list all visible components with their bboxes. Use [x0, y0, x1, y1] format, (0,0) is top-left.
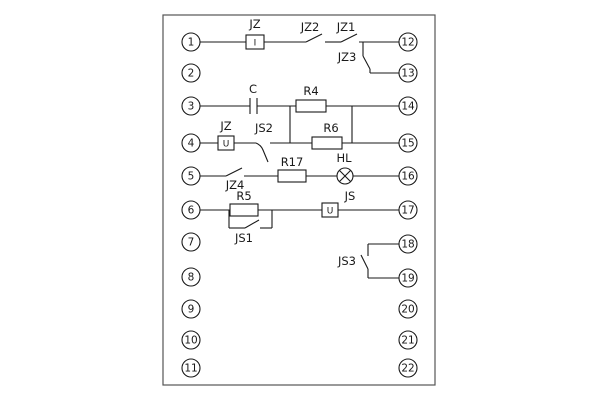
- terminal-10: 10: [181, 330, 201, 350]
- contact-js1: JS1: [234, 219, 260, 245]
- terminal-7: 7: [181, 232, 201, 252]
- terminal-3: 3: [181, 96, 201, 116]
- svg-text:8: 8: [188, 272, 195, 284]
- jz-voltage-coil: U JZ: [217, 119, 235, 151]
- svg-text:7: 7: [188, 237, 195, 249]
- svg-text:17: 17: [401, 205, 414, 217]
- resistor-r6-label: R6: [323, 121, 338, 135]
- terminal-4: 4: [181, 133, 201, 153]
- js-coil: U JS: [321, 189, 356, 218]
- svg-text:2: 2: [188, 68, 195, 80]
- terminal-18: 18: [398, 234, 418, 254]
- contact-jz3: JZ3: [337, 50, 371, 70]
- terminal-12: 12: [398, 32, 418, 52]
- terminal-6: 6: [181, 200, 201, 220]
- enclosure-border: [162, 14, 436, 386]
- contact-jz1-label: JZ1: [336, 20, 356, 34]
- js-coil-box: [321, 202, 339, 218]
- terminal-19: 19: [398, 268, 418, 288]
- terminal-8: 8: [181, 267, 201, 287]
- svg-text:10: 10: [184, 335, 197, 347]
- contact-jz4: JZ4: [225, 167, 245, 192]
- resistor-r17-label: R17: [281, 155, 304, 169]
- terminal-21: 21: [398, 330, 418, 350]
- contact-jz2-label: JZ2: [300, 20, 320, 34]
- contact-js2: JS2: [254, 121, 273, 163]
- jz-coil-box: [245, 34, 265, 50]
- terminal-20: 20: [398, 299, 418, 319]
- svg-text:11: 11: [184, 363, 197, 375]
- svg-text:18: 18: [401, 239, 414, 251]
- lamp-hl: HL: [336, 151, 354, 185]
- terminal-22: 22: [398, 358, 418, 378]
- terminal-13: 13: [398, 63, 418, 83]
- resistor-r6-box: [311, 136, 343, 150]
- svg-text:12: 12: [401, 37, 414, 49]
- svg-text:9: 9: [188, 304, 195, 316]
- resistor-r5-box: [229, 203, 259, 217]
- terminal-14: 14: [398, 96, 418, 116]
- contact-js2-label: JS2: [254, 121, 273, 135]
- svg-text:14: 14: [401, 101, 415, 113]
- contact-jz3-label: JZ3: [337, 50, 357, 64]
- jz-coil-symbol: I: [254, 39, 257, 49]
- svg-text:5: 5: [188, 171, 195, 183]
- terminal-2: 2: [181, 63, 201, 83]
- svg-text:20: 20: [401, 304, 414, 316]
- svg-text:16: 16: [401, 171, 415, 183]
- resistor-r4: R4: [295, 84, 327, 113]
- contact-js3: JS3: [337, 254, 369, 270]
- svg-text:15: 15: [401, 138, 414, 150]
- wires: [200, 41, 399, 279]
- resistor-r5-label: R5: [236, 189, 251, 203]
- svg-text:1: 1: [188, 37, 195, 49]
- jz-current-coil: I JZ: [245, 17, 265, 50]
- svg-text:6: 6: [188, 205, 195, 217]
- contact-js2-wiper: [255, 142, 269, 163]
- terminal-17: 17: [398, 200, 418, 220]
- terminal-9: 9: [181, 299, 201, 319]
- contact-jz1: JZ1: [336, 20, 358, 43]
- resistor-r17-box: [277, 169, 307, 183]
- svg-text:3: 3: [188, 101, 195, 113]
- js-coil-label: JS: [344, 189, 356, 203]
- svg-text:4: 4: [188, 138, 195, 150]
- resistor-r17: R17: [277, 155, 307, 183]
- jz-coil-label: JZ: [248, 17, 260, 31]
- terminal-15: 15: [398, 133, 418, 153]
- resistor-r4-label: R4: [303, 84, 318, 98]
- jz-voltage-symbol: U: [223, 140, 230, 150]
- contact-js3-label: JS3: [337, 254, 356, 268]
- contact-jz2: JZ2: [300, 20, 323, 43]
- js-coil-symbol: U: [327, 207, 334, 217]
- resistor-r5: R5: [229, 189, 259, 217]
- lamp-hl-label: HL: [336, 151, 352, 165]
- terminal-5: 5: [181, 166, 201, 186]
- terminal-16: 16: [398, 166, 418, 186]
- terminal-1: 1: [181, 32, 201, 52]
- jz-voltage-label: JZ: [219, 119, 231, 133]
- contact-jz4-label: JZ4: [225, 178, 245, 192]
- svg-text:19: 19: [401, 273, 414, 285]
- svg-text:21: 21: [401, 335, 414, 347]
- resistor-r4-box: [295, 99, 327, 113]
- capacitor-c-label: C: [249, 82, 257, 96]
- resistor-r6: R6: [311, 121, 343, 150]
- terminal-11: 11: [181, 358, 201, 378]
- svg-text:13: 13: [401, 68, 414, 80]
- svg-text:22: 22: [401, 363, 414, 375]
- contact-js1-label: JS1: [234, 231, 253, 245]
- capacitor-c: C: [249, 82, 258, 114]
- jz-voltage-box: [217, 135, 235, 151]
